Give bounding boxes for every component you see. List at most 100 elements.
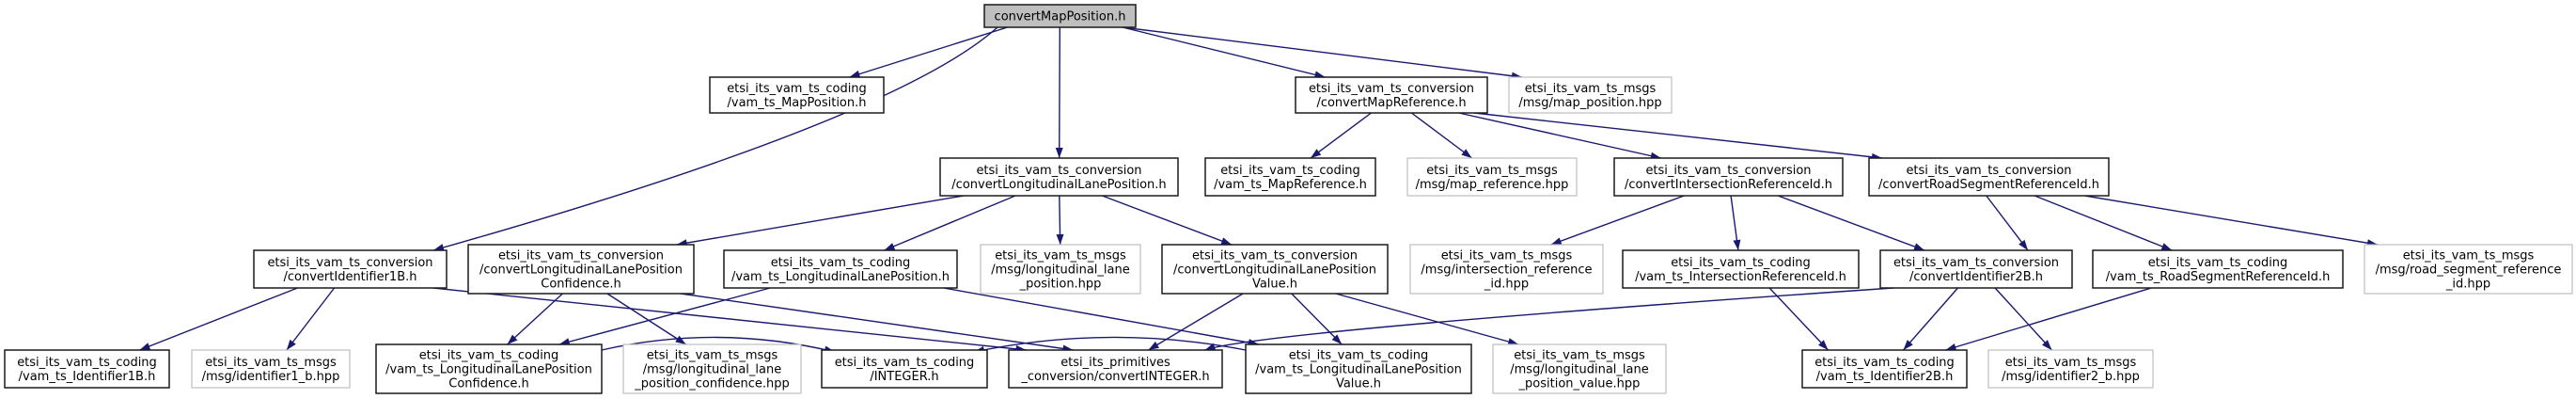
node-label-line: etsi_its_vam_ts_msgs [647,349,778,363]
node-box[interactable] [709,76,885,114]
edge-convertLongitudinalLanePositionValue-vam_ts_LongitudinalLanePositionValue [1291,293,1343,345]
node-box [1406,157,1578,197]
edge-root-vam_ts_MapPosition [849,26,1008,78]
node-box[interactable] [1204,157,1376,197]
nodes-layer: convertMapPosition.hetsi_its_vam_ts_codi… [4,4,2573,394]
edge-convertIdentifier1B-convertINTEGER [432,287,1027,353]
edge-convertIntersectionReferenceId-convertIdentifier2B [1777,195,1925,251]
edge-line [1122,26,1523,78]
arrowhead-icon [1818,340,1829,350]
edge-line [286,287,336,351]
node-INTEGER[interactable]: etsi_its_vam_ts_coding/INTEGER.h [821,349,988,389]
edge-line [1902,287,1959,351]
edge-convertRoadSegmentReferenceId-vam_ts_RoadSegmentReferenceId [2034,195,2173,251]
node-label-line: /convertLongitudinalLanePosition.h [951,178,1166,192]
edge-root-convertLongitudinalLanePosition [1055,26,1063,159]
edge-line [2034,195,2173,251]
node-convertIdentifier2B[interactable]: etsi_its_vam_ts_conversion/convertIdenti… [1879,249,2073,289]
node-label-line: etsi_its_vam_ts_msgs [1441,249,1573,263]
edge-line [1945,287,2152,351]
node-box [1987,349,2154,389]
arrowhead-icon [1945,343,1957,351]
node-convertMapReference[interactable]: etsi_its_vam_ts_conversion/convertMapRef… [1295,76,1488,114]
edge-line [1550,195,1685,246]
node-convertIdentifier1B[interactable]: etsi_its_vam_ts_conversion/convertIdenti… [253,249,448,289]
node-label-line: /convertIntersectionReferenceId.h [1625,178,1832,192]
node-convertINTEGER[interactable]: etsi_its_primitives_conversion/convertIN… [1008,349,1223,389]
edge-convertMapReference-convertRoadSegmentReferenceId [1473,112,1883,161]
node-convertLongitudinalLanePosition[interactable]: etsi_its_vam_ts_conversion/convertLongit… [939,157,1179,197]
node-label-line: /msg/longitudinal_lane [1510,363,1648,377]
node-vam_ts_Identifier2B[interactable]: etsi_its_vam_ts_coding/vam_ts_Identifier… [1801,349,1968,389]
node-vam_ts_IntersectionReferenceId[interactable]: etsi_its_vam_ts_coding/vam_ts_Intersecti… [1622,249,1860,289]
node-box [2364,244,2573,295]
node-convertRoadSegmentReferenceId[interactable]: etsi_its_vam_ts_conversion/convertRoadSe… [1868,157,2110,197]
node-label-line: etsi_its_vam_ts_conversion [498,249,664,263]
node-box[interactable] [723,249,958,289]
node-box[interactable] [253,249,448,289]
node-vam_ts_LongitudinalLanePositionValue[interactable]: etsi_its_vam_ts_coding/vam_ts_Longitudin… [1245,343,1472,394]
node-box[interactable] [1879,249,2073,289]
edge-convertMapReference-map_reference_hpp [1410,112,1473,159]
node-vam_ts_RoadSegmentReferenceId[interactable]: etsi_its_vam_ts_coding/vam_ts_RoadSegmen… [2092,249,2344,289]
node-intersection_reference_id_hpp: etsi_its_vam_ts_msgs/msg/intersection_re… [1409,244,1604,295]
arrowhead-icon [2018,239,2028,250]
edge-convertRoadSegmentReferenceId-convertIdentifier2B [1986,195,2029,251]
node-box[interactable] [1613,157,1844,197]
node-box[interactable] [939,157,1179,197]
edge-line [139,287,298,351]
edge-convertLongitudinalLanePositionValue-longitudinal_lane_position_value_hpp [1335,293,1519,345]
node-label-line: etsi_its_vam_ts_msgs [2005,356,2137,370]
edge-vam_ts_RoadSegmentReferenceId-vam_ts_Identifier2B [1945,287,2152,351]
node-box[interactable] [1008,349,1223,389]
node-box[interactable] [1245,343,1472,394]
node-label-line: etsi_its_vam_ts_conversion [267,256,432,270]
edge-convertMapReference-vam_ts_MapReference [1310,112,1372,159]
node-label-line: /vam_ts_MapPosition.h [728,96,867,110]
arrowhead-icon [433,244,445,251]
node-label-line: /msg/longitudinal_lane [643,363,781,377]
node-label-line: _position_confidence.hpp [634,377,790,391]
edge-convertIdentifier1B-vam_ts_Identifier1B [139,287,298,351]
edge-root-map_position_hpp [1122,26,1523,80]
edge-line [1458,112,1661,159]
node-label-line: /msg/intersection_reference [1421,263,1592,278]
arrowhead-icon [1733,239,1741,250]
node-box[interactable] [4,349,170,389]
arrowhead-icon [1311,149,1322,158]
node-label-line: etsi_its_vam_ts_msgs [1514,349,1645,363]
node-vam_ts_MapReference[interactable]: etsi_its_vam_ts_coding/vam_ts_MapReferen… [1204,157,1376,197]
edge-convertLongitudinalLanePositionConfidence-longitudinal_lane_position_confidence_hpp [606,293,686,345]
node-box[interactable] [1801,349,1968,389]
node-label-line: etsi_its_vam_ts_conversion [1645,164,1811,178]
node-label-line: /convertLongitudinalLanePosition [1173,263,1376,278]
node-label-line: etsi_its_vam_ts_coding [1289,349,1429,363]
node-label-line: etsi_its_vam_ts_msgs [205,356,337,370]
node-map_reference_hpp: etsi_its_vam_ts_msgs/msg/map_reference.h… [1406,157,1578,197]
node-box[interactable] [2092,249,2344,289]
node-box[interactable] [375,343,603,394]
node-box[interactable] [1622,249,1860,289]
node-box [622,343,802,394]
node-vam_ts_Identifier1B[interactable]: etsi_its_vam_ts_coding/vam_ts_Identifier… [4,349,170,389]
node-label-line: etsi_its_vam_ts_coding [17,356,157,370]
node-box[interactable] [467,244,695,295]
node-vam_ts_LongitudinalLanePositionConfidence[interactable]: etsi_its_vam_ts_coding/vam_ts_Longitudin… [375,343,603,394]
node-vam_ts_LongitudinalLanePosition[interactable]: etsi_its_vam_ts_coding/vam_ts_Longitudin… [723,249,958,289]
node-vam_ts_MapPosition[interactable]: etsi_its_vam_ts_coding/vam_ts_MapPositio… [709,76,885,114]
node-box[interactable] [1161,244,1389,295]
edge-line [1148,293,1244,351]
node-label-line: etsi_its_vam_ts_conversion [1893,256,2059,270]
node-convertLongitudinalLanePositionValue[interactable]: etsi_its_vam_ts_conversion/convertLongit… [1161,244,1389,295]
node-box[interactable] [821,349,988,389]
node-convertIntersectionReferenceId[interactable]: etsi_its_vam_ts_conversion/convertInters… [1613,157,1844,197]
edge-line [1768,287,1830,351]
edge-line [1410,112,1473,159]
node-box[interactable] [1295,76,1488,114]
node-longitudinal_lane_position_value_hpp: etsi_its_vam_ts_msgs/msg/longitudinal_la… [1492,343,1667,394]
node-convertLongitudinalLanePositionConfidence[interactable]: etsi_its_vam_ts_conversion/convertLongit… [467,244,695,295]
node-box[interactable] [1868,157,2110,197]
node-label-line: etsi_its_vam_ts_conversion [1906,164,2071,178]
arrowhead-icon [139,343,151,350]
